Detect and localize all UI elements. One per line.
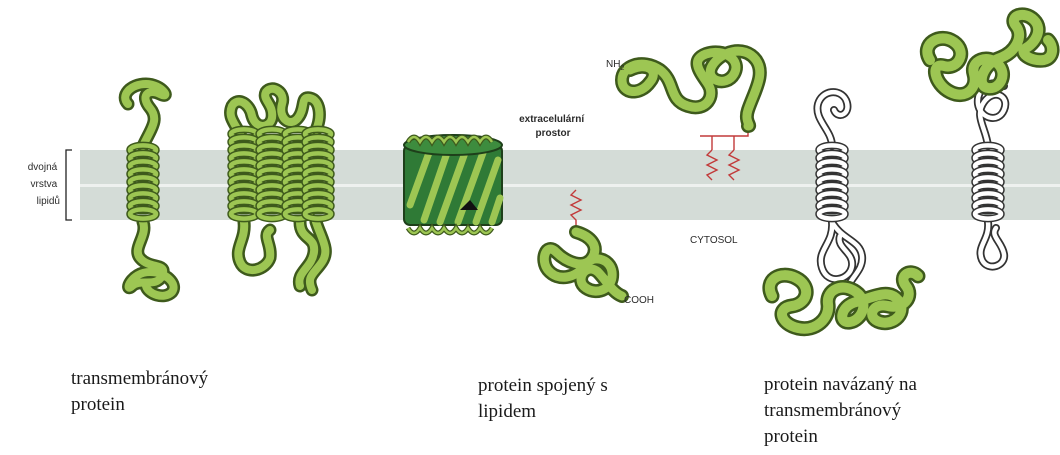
cooh-label: COOH [624,295,654,306]
bilayer-bracket [66,150,72,220]
lipid-bilayer [80,150,1060,220]
beta-barrel-protein [404,135,502,233]
multi-pass-transmembrane-protein [231,89,331,290]
membrane-midline [80,184,1060,187]
protein-bound-to-transmembrane-protein-right [927,15,1052,267]
bilayer-label: dvojná vrstva lipidů [28,162,60,207]
nh2-label: NH2 [606,59,624,72]
cytosol-label: CYTOSOL [690,235,738,246]
extracellular-space-label: extracelulární prostor [519,114,587,139]
